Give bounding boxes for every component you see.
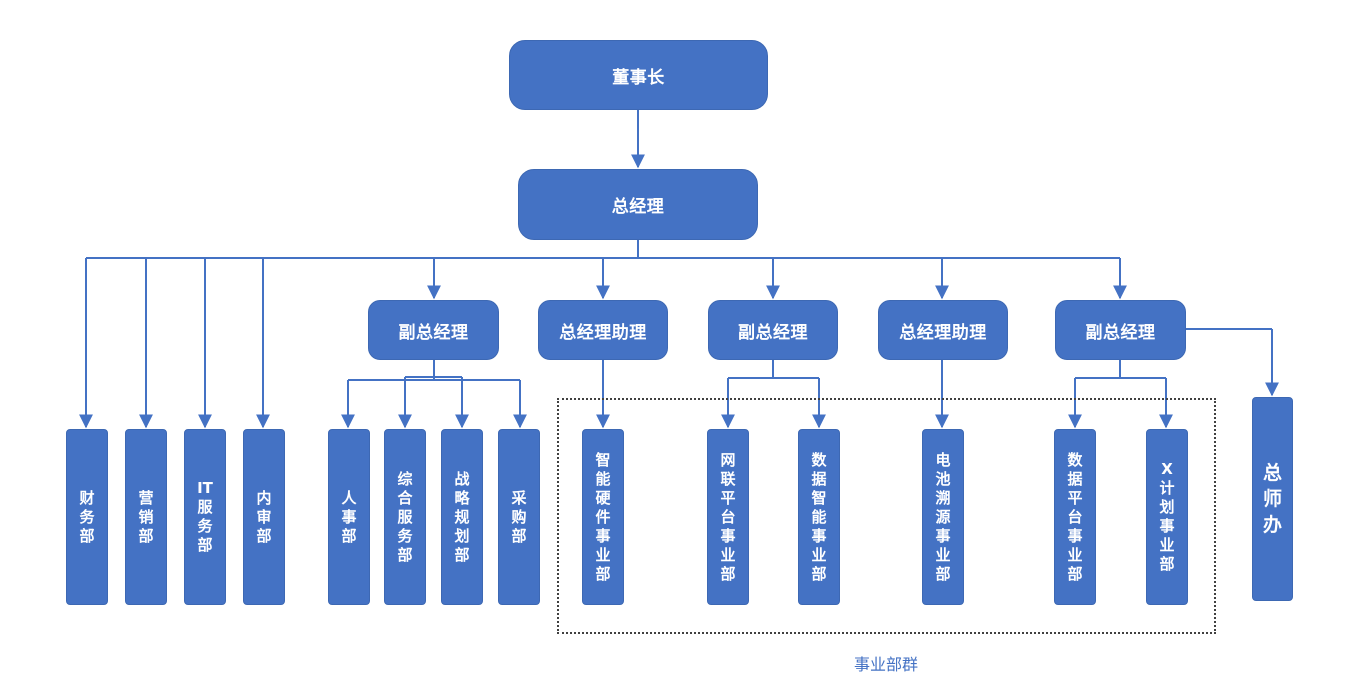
dept-x-plan: X计划事业部 [1146,429,1188,605]
vice-gm-label-3: 副总经理 [1085,322,1156,343]
dept-general-service-label: 综合服务部 [397,469,413,564]
dept-smart-hardware: 智能硬件事业部 [582,429,624,605]
dept-hr: 人事部 [328,429,370,605]
dept-iot-platform-label: 网联平台事业部 [720,450,736,583]
dept-strategy: 战略规划部 [441,429,483,605]
dept-marketing-label: 营销部 [138,488,154,545]
dept-data-intelligence: 数据智能事业部 [798,429,840,605]
general-manager-label: 总经理 [611,197,665,217]
dept-chief-engineer-office: 总师办 [1252,397,1293,601]
chairman-label: 董事长 [612,67,665,88]
dept-it-service-label: IT服务部 [197,479,213,554]
dept-battery-traceability-label: 电池溯源事业部 [935,450,951,583]
dept-internal-audit: 内审部 [243,429,285,605]
business-unit-group-border [557,398,1216,634]
dept-finance: 财务部 [66,429,108,605]
business-unit-group-label: 事业部群 [853,655,918,674]
chairman-node: 董事长 [509,40,768,110]
gm-assistant-label-2: 总经理助理 [899,322,987,343]
dept-finance-label: 财务部 [79,488,95,545]
dept-internal-audit-label: 内审部 [256,488,272,545]
dept-it-service: IT服务部 [184,429,226,605]
gm-assistant-label-1: 总经理助理 [559,322,647,343]
dept-smart-hardware-label: 智能硬件事业部 [595,450,611,583]
dept-marketing: 营销部 [125,429,167,605]
dept-x-plan-label: X计划事业部 [1159,460,1175,573]
dept-chief-engineer-office-label: 总师办 [1262,462,1282,536]
dept-strategy-label: 战略规划部 [454,469,470,564]
dept-iot-platform: 网联平台事业部 [707,429,749,605]
gm-assistant-node-1: 总经理助理 [538,300,668,360]
dept-purchasing-label: 采购部 [511,488,527,545]
vice-gm-node-3: 副总经理 [1055,300,1186,360]
general-manager-node: 总经理 [518,169,758,240]
gm-assistant-node-2: 总经理助理 [878,300,1008,360]
dept-purchasing: 采购部 [498,429,540,605]
vice-gm-node-2: 副总经理 [708,300,838,360]
vice-gm-node-1: 副总经理 [368,300,499,360]
vice-gm-label-1: 副总经理 [398,322,469,343]
dept-hr-label: 人事部 [341,488,357,545]
dept-general-service: 综合服务部 [384,429,426,605]
vice-gm-label-2: 副总经理 [738,322,808,343]
dept-battery-traceability: 电池溯源事业部 [922,429,964,605]
dept-data-intelligence-label: 数据智能事业部 [811,450,827,583]
dept-data-platform-label: 数据平台事业部 [1067,450,1083,583]
dept-data-platform: 数据平台事业部 [1054,429,1096,605]
